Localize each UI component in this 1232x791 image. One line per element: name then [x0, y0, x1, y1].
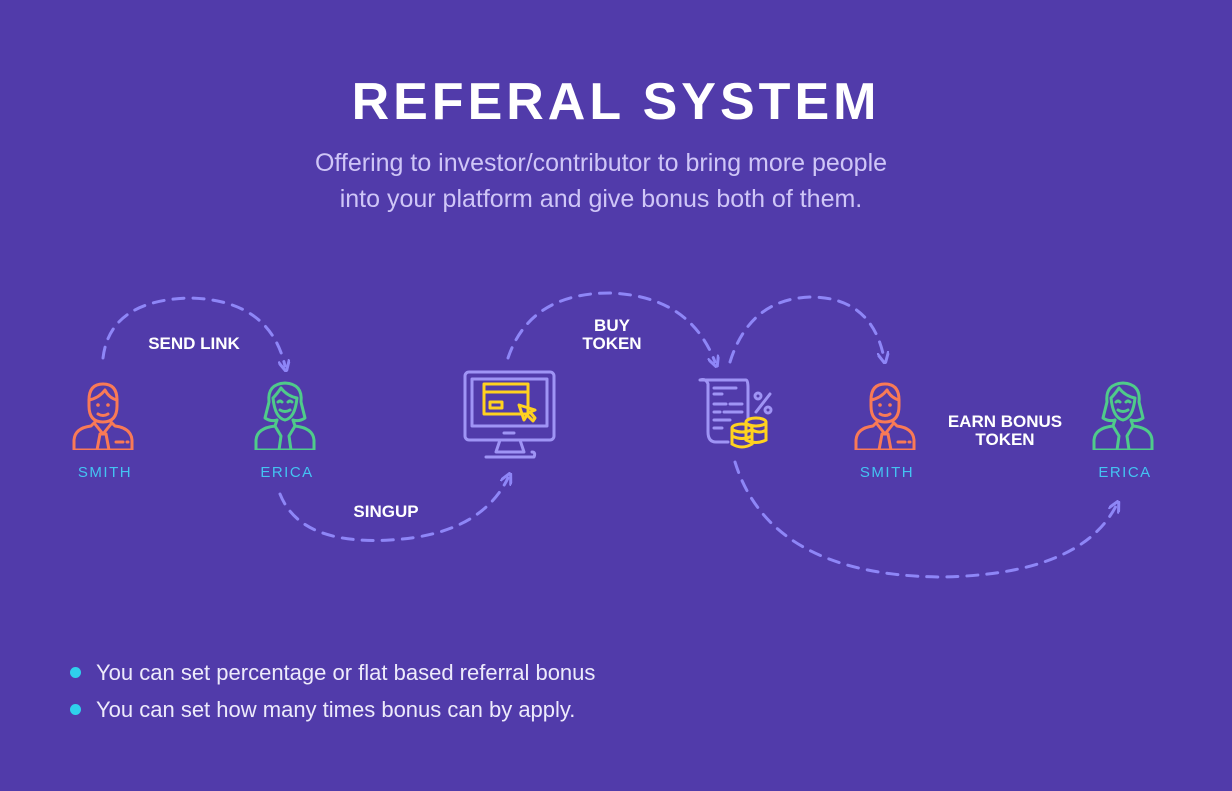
page-title: REFERAL SYSTEM — [351, 73, 881, 131]
feature-list: You can set percentage or flat based ref… — [70, 654, 595, 728]
erica-name: ERICA — [260, 464, 314, 481]
token-to-smith-arrow — [728, 295, 884, 362]
smith-name: SMITH — [859, 464, 915, 481]
buy-token-label: BUY TOKEN — [562, 317, 662, 353]
monitor-icon — [463, 370, 556, 459]
earn-bonus-arrow — [733, 460, 1116, 579]
buy-token-line: TOKEN — [582, 334, 642, 353]
feature-item: You can set how many times bonus can by … — [70, 691, 595, 728]
signup-arrow — [278, 478, 508, 542]
subtitle-line: Offering to investor/contributor to brin… — [314, 149, 888, 177]
signup-label: SINGUP — [353, 502, 419, 521]
smith-avatar-icon — [854, 382, 916, 450]
earn-bonus-line: EARN BONUS — [947, 412, 1063, 431]
feature-text: You can set how many times bonus can by … — [96, 696, 576, 722]
smith-name: SMITH — [77, 464, 133, 481]
receipt-coins-icon — [698, 378, 773, 449]
earn-bonus-line: TOKEN — [975, 430, 1035, 449]
bullet-dot-icon — [70, 667, 81, 678]
subtitle-line: into your platform and give bonus both o… — [339, 185, 863, 213]
earn-bonus-label: EARN BONUS TOKEN — [935, 413, 1075, 449]
feature-item: You can set percentage or flat based ref… — [70, 654, 595, 691]
erica-avatar-icon — [1092, 381, 1154, 450]
smith-avatar-icon — [72, 382, 134, 450]
bullet-dot-icon — [70, 704, 81, 715]
buy-token-arrow — [506, 291, 715, 362]
buy-token-line: BUY — [594, 316, 630, 335]
erica-avatar-icon — [254, 381, 316, 450]
send-link-arrow — [101, 296, 285, 366]
send-link-label: SEND LINK — [148, 334, 240, 353]
feature-text: You can set percentage or flat based ref… — [96, 659, 596, 685]
subtitle: Offering to investor/contributor to brin… — [0, 145, 1202, 217]
erica-name: ERICA — [1098, 464, 1152, 481]
